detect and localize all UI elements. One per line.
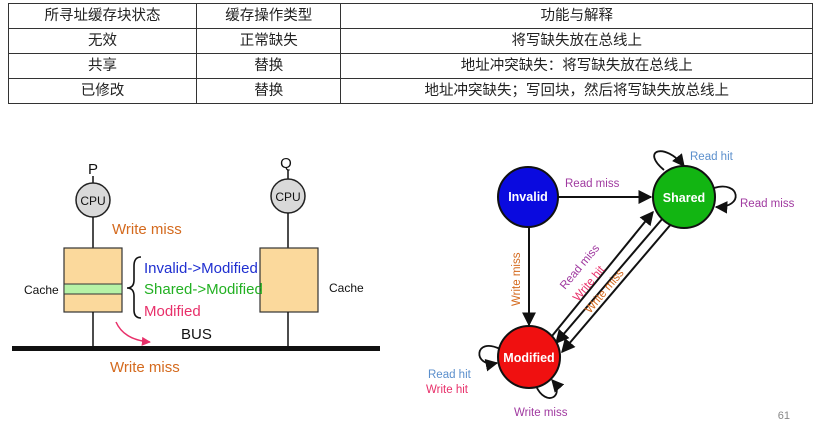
table-cell: 地址冲突缺失；写回块，然后将写缺失放总线上 <box>340 78 813 104</box>
state-shared-label: Shared <box>663 191 705 205</box>
table-cell: 已修改 <box>7 78 198 104</box>
label-modified-write-miss: Write miss <box>514 407 568 419</box>
label-shared-loop-top: Read hit <box>690 151 734 163</box>
modified-loop-bottom <box>535 379 565 399</box>
table-cell: 正常缺失 <box>196 28 342 54</box>
table-cell: 替换 <box>196 78 342 104</box>
write-miss-top-label: Write miss <box>112 221 182 238</box>
label-invalid-to-modified: Write miss <box>511 252 523 306</box>
label-shared-loop-right: Read miss <box>740 198 795 210</box>
processor-p-label: P <box>88 161 98 178</box>
write-miss-bottom-label: Write miss <box>110 359 180 376</box>
transition-modified: Modified <box>144 303 201 320</box>
writeback-arrow-icon <box>115 321 151 346</box>
coherence-table: 所寻址缓存块状态 缓存操作类型 功能与解释 无效 正常缺失 将写缺失放在总线上 … <box>7 3 813 104</box>
state-shared <box>652 165 716 229</box>
transition-shared-modified: Shared->Modified <box>144 281 263 298</box>
shared-loop-top <box>653 150 685 171</box>
cpu-p-label: CPU <box>80 194 105 208</box>
table-row: 共享 替换 地址冲突缺失：将写缺失放在总线上 <box>7 53 813 79</box>
cpu-q-label: CPU <box>275 190 300 204</box>
processor-q-label: Q <box>280 155 292 172</box>
curly-brace-icon <box>126 256 142 319</box>
snoop-bus-diagram: P Q CPU Cache CPU Cache BUS Write miss W… <box>12 155 380 376</box>
transition-invalid-modified: Invalid->Modified <box>144 260 258 277</box>
edge-shared-to-modified-1 <box>555 217 664 345</box>
bus-label: BUS <box>181 326 212 343</box>
state-invalid <box>497 166 559 228</box>
table-header-cell: 所寻址缓存块状态 <box>7 3 198 29</box>
table-cell: 地址冲突缺失：将写缺失放在总线上 <box>340 53 813 79</box>
label-invalid-to-shared: Read miss <box>565 178 620 190</box>
cache-p-line <box>63 283 123 295</box>
table-row: 已修改 替换 地址冲突缺失；写回块，然后将写缺失放总线上 <box>7 78 813 104</box>
table-cell: 共享 <box>7 53 198 79</box>
table-header-cell: 缓存操作类型 <box>196 3 342 29</box>
state-machine: Invalid Shared Modified Read miss Read h… <box>426 150 795 419</box>
state-invalid-label: Invalid <box>508 190 548 204</box>
table-cell: 将写缺失放在总线上 <box>340 28 813 54</box>
edge-shared-to-modified-2 <box>561 222 673 354</box>
cache-q-block <box>259 247 319 313</box>
modified-loop-left <box>478 345 501 372</box>
shared-loop-right <box>713 185 737 214</box>
state-modified <box>497 325 561 389</box>
table-cell: 无效 <box>7 28 198 54</box>
label-modified-write-hit: Write hit <box>426 384 469 396</box>
bus-line <box>12 346 380 351</box>
edge-modified-to-shared <box>551 210 654 337</box>
page-number: 61 <box>778 410 790 422</box>
table-cell: 替换 <box>196 53 342 79</box>
cache-q-label: Cache <box>329 281 364 295</box>
label-modified-read-hit: Read hit <box>428 369 472 381</box>
state-modified-label: Modified <box>503 351 554 365</box>
cache-p-block <box>63 247 123 313</box>
cache-p-label: Cache <box>24 283 59 297</box>
table-row: 无效 正常缺失 将写缺失放在总线上 <box>7 28 813 54</box>
